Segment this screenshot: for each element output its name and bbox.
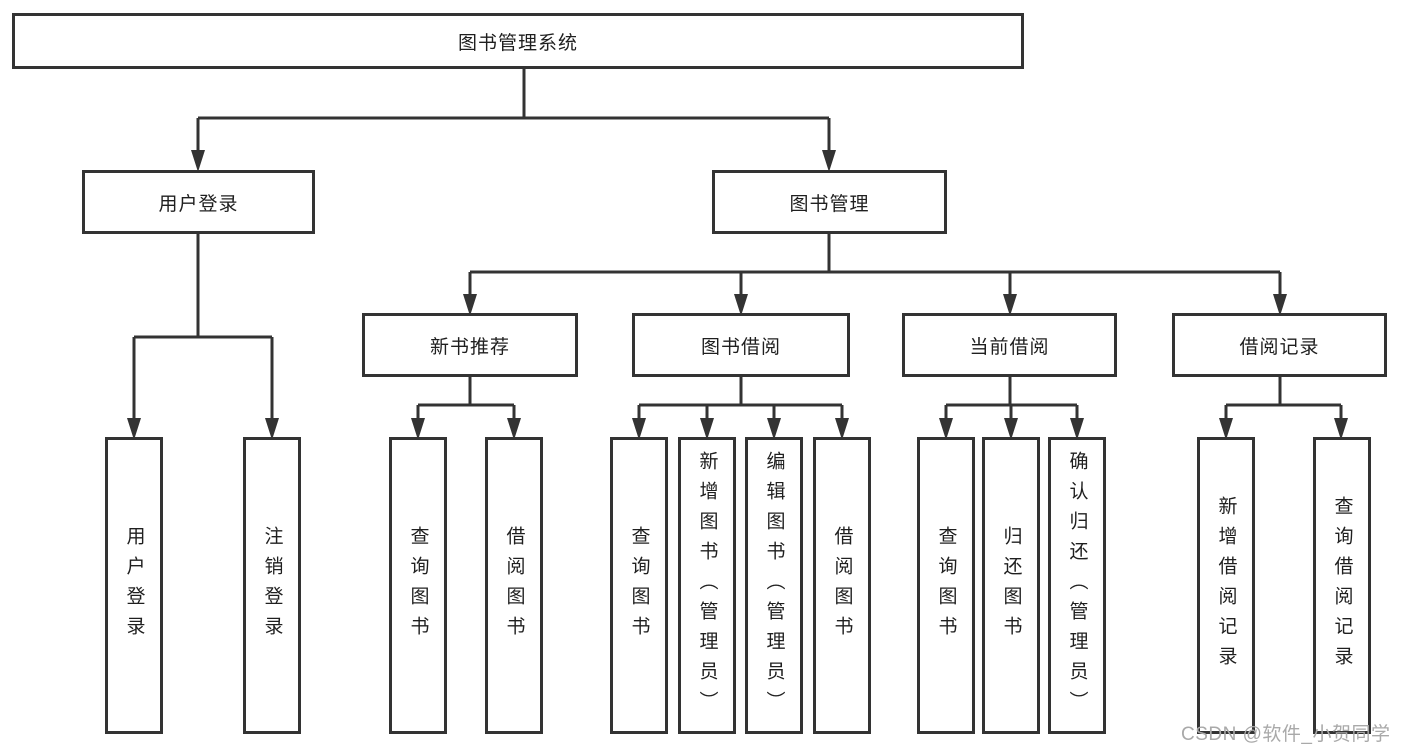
leaf-borrow-book-recommend: 借阅图书 bbox=[485, 437, 543, 734]
node-user-login-label: 用户登录 bbox=[158, 193, 239, 215]
leaf-user-login-label: 用户登录 bbox=[123, 525, 145, 646]
node-book-management: 图书管理 bbox=[712, 170, 947, 234]
leaf-query-book-recommend-label: 查询图书 bbox=[407, 525, 429, 646]
node-root: 图书管理系统 bbox=[12, 13, 1024, 69]
leaf-query-book-recommend: 查询图书 bbox=[389, 437, 447, 734]
leaf-logout: 注销登录 bbox=[243, 437, 301, 734]
leaf-confirm-return-admin: 确认归还（管理员） bbox=[1048, 437, 1106, 734]
node-current-borrow-label: 当前借阅 bbox=[969, 336, 1050, 358]
leaf-edit-book-admin: 编辑图书（管理员） bbox=[745, 437, 803, 734]
node-new-book-recommend: 新书推荐 bbox=[362, 313, 578, 377]
leaf-query-book-current: 查询图书 bbox=[917, 437, 975, 734]
csdn-watermark: CSDN @软件_小贺同学 bbox=[1181, 724, 1391, 745]
leaf-query-book-borrow-label: 查询图书 bbox=[628, 525, 650, 646]
leaf-query-book-current-label: 查询图书 bbox=[935, 525, 957, 646]
leaf-borrow-book: 借阅图书 bbox=[813, 437, 871, 734]
leaf-edit-book-admin-label: 编辑图书（管理员） bbox=[763, 450, 785, 721]
leaf-query-borrow-record: 查询借阅记录 bbox=[1313, 437, 1371, 734]
leaf-borrow-book-label: 借阅图书 bbox=[831, 525, 853, 646]
node-root-label: 图书管理系统 bbox=[457, 32, 578, 54]
leaf-query-book-borrow: 查询图书 bbox=[610, 437, 668, 734]
leaf-add-borrow-record: 新增借阅记录 bbox=[1197, 437, 1255, 734]
connector-lines bbox=[132, 69, 1343, 418]
leaf-add-book-admin: 新增图书（管理员） bbox=[678, 437, 736, 734]
leaf-borrow-book-recommend-label: 借阅图书 bbox=[503, 525, 525, 646]
arrowheads bbox=[127, 150, 1348, 440]
node-book-borrow: 图书借阅 bbox=[632, 313, 850, 377]
leaf-add-borrow-record-label: 新增借阅记录 bbox=[1215, 495, 1237, 676]
leaf-logout-label: 注销登录 bbox=[261, 525, 283, 646]
node-borrow-record-label: 借阅记录 bbox=[1239, 336, 1320, 358]
leaf-return-book-label: 归还图书 bbox=[1000, 525, 1022, 646]
leaf-user-login: 用户登录 bbox=[105, 437, 163, 734]
leaf-add-book-admin-label: 新增图书（管理员） bbox=[696, 450, 718, 721]
node-user-login: 用户登录 bbox=[82, 170, 315, 234]
leaf-query-borrow-record-label: 查询借阅记录 bbox=[1331, 495, 1353, 676]
node-book-borrow-label: 图书借阅 bbox=[700, 336, 781, 358]
node-current-borrow: 当前借阅 bbox=[902, 313, 1117, 377]
node-new-book-recommend-label: 新书推荐 bbox=[429, 336, 510, 358]
node-book-management-label: 图书管理 bbox=[789, 193, 870, 215]
node-borrow-record: 借阅记录 bbox=[1172, 313, 1387, 377]
leaf-return-book: 归还图书 bbox=[982, 437, 1040, 734]
leaf-confirm-return-admin-label: 确认归还（管理员） bbox=[1066, 450, 1088, 721]
